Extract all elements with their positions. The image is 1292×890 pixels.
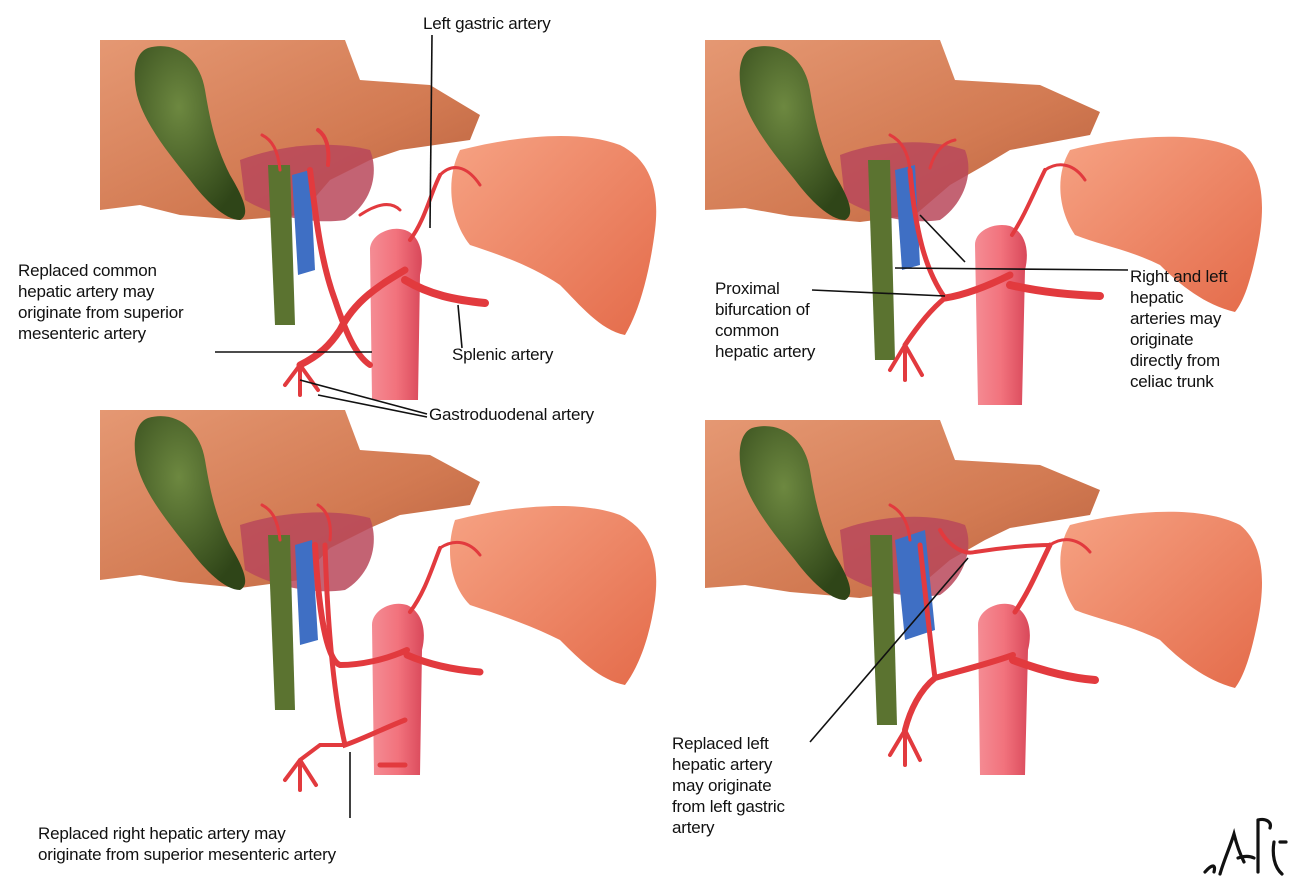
- stomach: [450, 506, 656, 685]
- label-replaced-right-hepatic: Replaced right hepatic artery may origin…: [38, 823, 468, 865]
- leader-splenic: [458, 305, 462, 348]
- signature-mark: [1200, 812, 1290, 882]
- label-left-gastric-artery: Left gastric artery: [423, 13, 551, 34]
- label-right-and-left-hepatic: Right and left hepatic arteries may orig…: [1130, 266, 1280, 392]
- label-replaced-left-hepatic: Replaced left hepatic artery may origina…: [672, 733, 832, 838]
- label-splenic-artery: Splenic artery: [452, 344, 553, 365]
- aorta: [978, 604, 1030, 775]
- label-replaced-common-hepatic: Replaced common hepatic artery may origi…: [18, 260, 248, 344]
- aorta: [370, 229, 422, 400]
- stomach: [1060, 512, 1262, 688]
- panel-bottom-right: [705, 420, 1262, 775]
- panel-bottom-left: [100, 410, 656, 790]
- aorta: [372, 604, 424, 775]
- label-gastroduodenal-artery: Gastroduodenal artery: [429, 404, 594, 425]
- label-proximal-bifurcation: Proximal bifurcation of common hepatic a…: [715, 278, 875, 362]
- panel-top-left: [100, 40, 656, 400]
- aorta: [975, 225, 1027, 405]
